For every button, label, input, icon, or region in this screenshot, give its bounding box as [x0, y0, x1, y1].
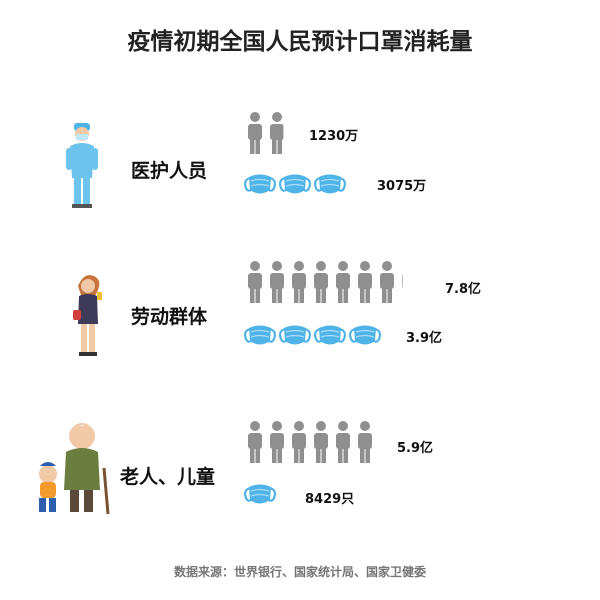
- people-row-medical: [248, 112, 284, 154]
- row-label-elderly-children: 老人、儿童: [120, 466, 216, 488]
- mask-icon: [244, 174, 276, 194]
- mask-icon: [314, 174, 346, 194]
- person-icon: [270, 421, 284, 463]
- mask-icon: [349, 325, 381, 345]
- mask-value-labor: 3.9亿: [406, 331, 443, 346]
- person-icon: [358, 421, 372, 463]
- person-icon: [380, 261, 394, 303]
- person-icon: [270, 112, 284, 154]
- person-icon: [248, 261, 262, 303]
- data-source-note: 数据来源：世界银行、国家统计局、国家卫健委: [173, 565, 426, 579]
- row-label-medical: 医护人员: [131, 160, 208, 182]
- people-value-elderly-children: 5.9亿: [397, 441, 434, 456]
- people-row-labor: [248, 261, 403, 303]
- person-icon: [248, 112, 262, 154]
- masks-row-medical: [244, 174, 346, 194]
- person-icon: [314, 421, 328, 463]
- masks-row-labor: [244, 325, 381, 345]
- elder-child-illustration: [30, 418, 116, 518]
- person-icon: [336, 421, 350, 463]
- person-icon: [358, 261, 372, 303]
- people-row-elderly-children: [248, 421, 372, 463]
- mask-icon: [279, 174, 311, 194]
- mask-icon: [244, 325, 276, 345]
- mask-value-elderly-children: 8429只: [305, 492, 355, 507]
- mask-icon: [244, 484, 276, 504]
- doctor-illustration: [62, 118, 102, 210]
- person-icon: [292, 261, 306, 303]
- person-icon: [336, 261, 350, 303]
- masks-row-elderly-children: [244, 484, 276, 504]
- worker-illustration: [70, 272, 110, 358]
- mask-icon: [314, 325, 346, 345]
- people-value-labor: 7.8亿: [445, 282, 482, 297]
- mask-icon: [279, 325, 311, 345]
- chart-title: 疫情初期全国人民预计口罩消耗量: [127, 29, 473, 55]
- person-icon: [402, 274, 403, 288]
- row-label-labor: 劳动群体: [131, 306, 208, 328]
- person-icon: [248, 421, 262, 463]
- person-icon: [270, 261, 284, 303]
- people-value-medical: 1230万: [309, 129, 359, 144]
- person-icon: [314, 261, 328, 303]
- mask-value-medical: 3075万: [377, 179, 427, 194]
- person-icon: [292, 421, 306, 463]
